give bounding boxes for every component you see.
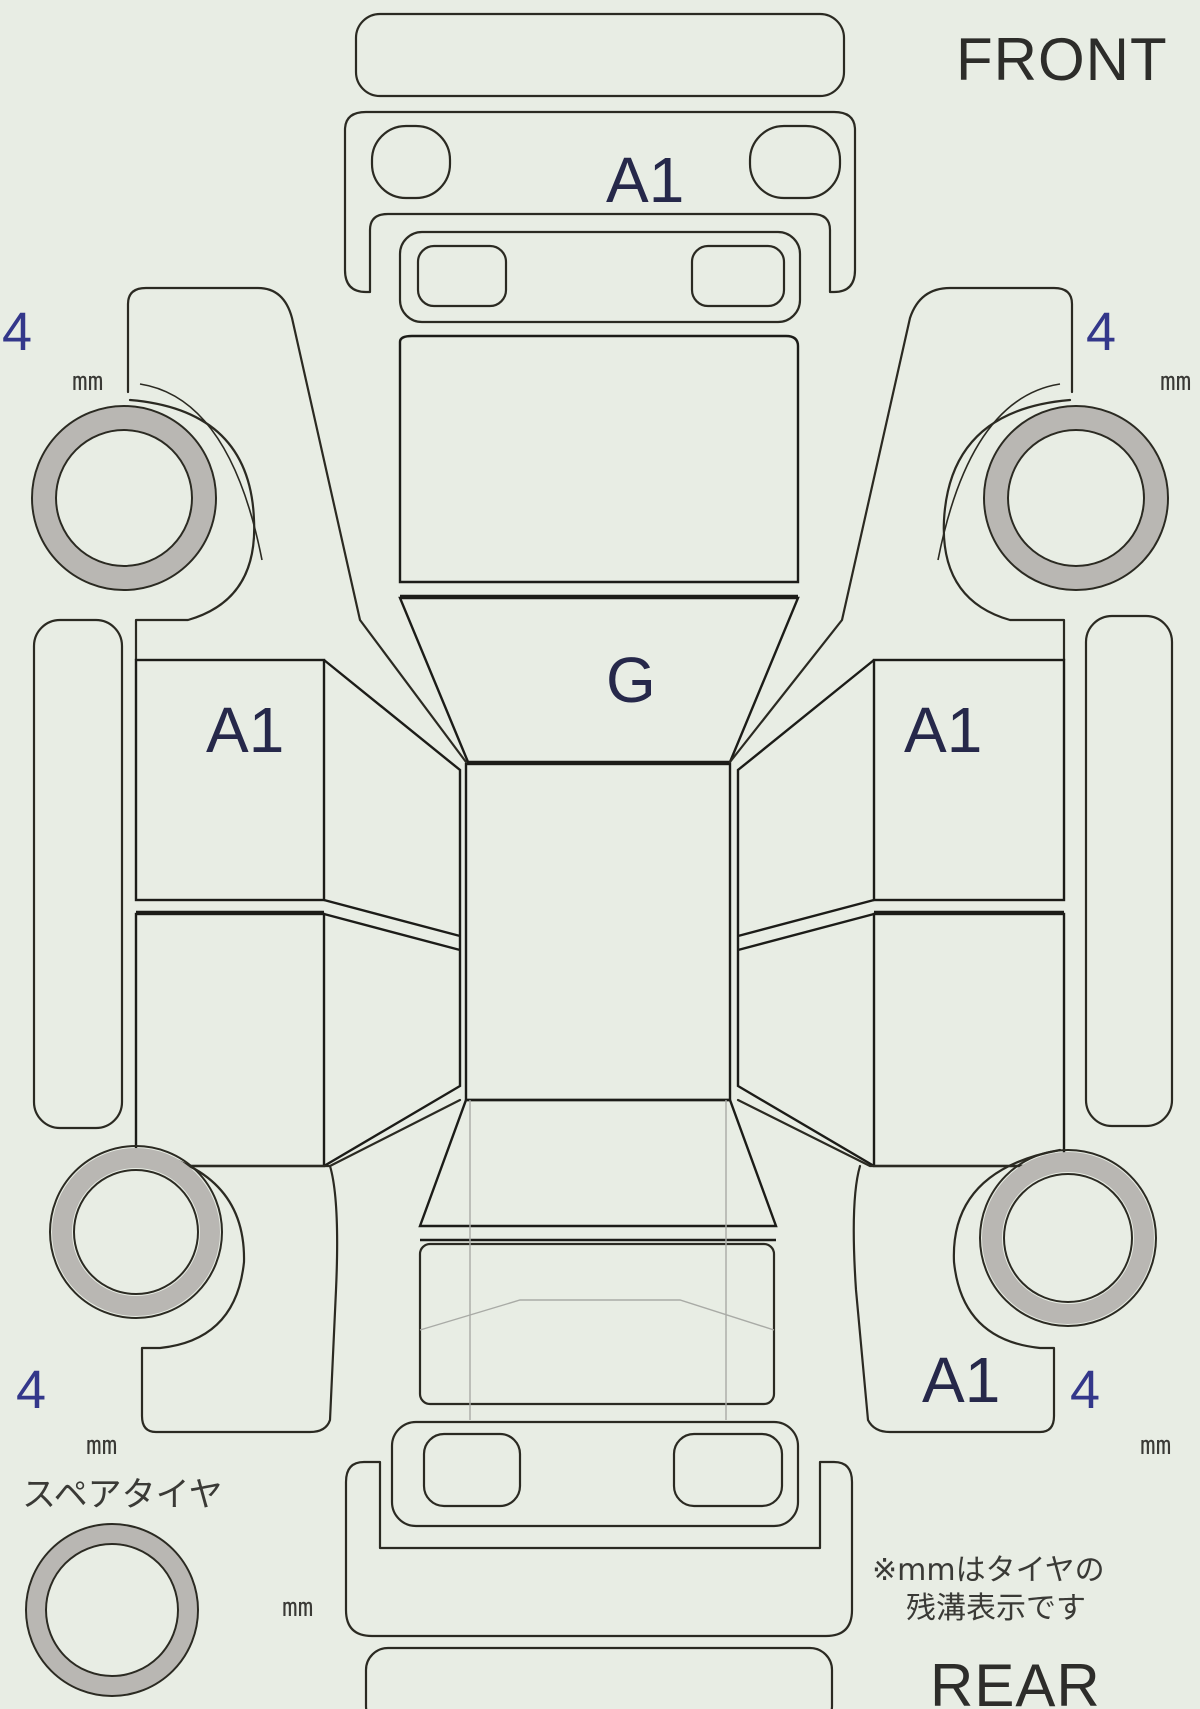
trunk-panel <box>418 1242 776 1406</box>
tire-front-left-depth: 4 <box>2 302 32 362</box>
right-front-wheel-arch <box>942 398 1072 662</box>
right-front-fender-inner <box>937 383 1061 561</box>
front-left-headlight <box>370 124 452 200</box>
tread-note-line2: 残溝表示です <box>906 1591 1086 1626</box>
right-rear-quarter <box>736 1098 1066 1434</box>
left-front-door <box>134 658 326 902</box>
left-rear-quarter <box>134 1098 462 1434</box>
left-front-door-grade: A1 <box>206 694 284 766</box>
left-side-skirt <box>32 618 124 1130</box>
hood-panel <box>398 334 800 584</box>
left-front-fender <box>126 286 468 764</box>
left-rear-door <box>134 912 326 1168</box>
tire-front-left-unit: mm <box>72 367 103 397</box>
tire-front-right-unit: mm <box>1160 367 1191 397</box>
right-rear-quarter-grade: A1 <box>922 1344 1000 1416</box>
tire-rear-left-unit: mm <box>86 1431 117 1461</box>
rear-lights-panel <box>390 1420 800 1528</box>
tire-rear-left-depth: 4 <box>16 1360 46 1420</box>
left-door-window-lines <box>323 659 462 1168</box>
right-rear-door <box>872 912 1066 1168</box>
tire-rear-left <box>49 1145 223 1319</box>
rear-label: REAR <box>930 1652 1101 1709</box>
tire-spare <box>25 1523 199 1697</box>
front-bumper-top-bar <box>354 12 846 98</box>
right-front-door-grade: A1 <box>904 694 982 766</box>
left-front-wheel-arch <box>128 398 256 662</box>
tread-note-line1: ※mmはタイヤの <box>872 1553 1105 1588</box>
tire-rear-right-depth: 4 <box>1070 1360 1100 1420</box>
rear-right-light <box>672 1432 784 1508</box>
tire-rear-right <box>979 1149 1157 1327</box>
rear-bumper <box>344 1460 854 1638</box>
roof-panel <box>464 762 732 1102</box>
front-label: FRONT <box>956 26 1168 93</box>
rear-left-light <box>422 1432 522 1508</box>
front-right-foglight <box>690 244 786 308</box>
windshield-panel <box>398 596 800 764</box>
front-left-foglight <box>416 244 508 308</box>
front-grille-panel <box>398 230 802 324</box>
front-bumper-grade: A1 <box>606 144 684 216</box>
right-front-fender <box>728 286 1074 764</box>
right-front-door <box>872 658 1066 902</box>
front-right-headlight <box>748 124 842 200</box>
tire-front-right-depth: 4 <box>1086 302 1116 362</box>
trunk-faint-lines <box>419 1100 775 1420</box>
hood-grade: G <box>606 644 656 716</box>
tire-front-left <box>31 405 217 591</box>
rear-bumper-bottom-bar <box>364 1646 834 1709</box>
tire-rear-right-unit: mm <box>1140 1431 1171 1461</box>
tire-front-right <box>983 405 1169 591</box>
rear-window-panel <box>418 1098 778 1228</box>
spare-tire-unit: mm <box>282 1593 313 1623</box>
right-door-window-lines <box>736 659 875 1168</box>
spare-tire-label: スペアタイヤ <box>22 1475 223 1515</box>
right-side-skirt <box>1084 614 1174 1128</box>
front-fascia <box>343 110 857 294</box>
